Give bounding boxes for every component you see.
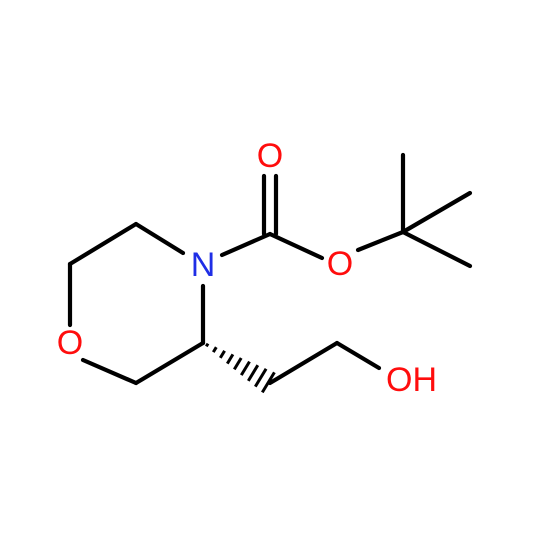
bond-ch2-oh: [334, 340, 382, 371]
wedge-hash: [240, 360, 251, 376]
wedge-hash: [254, 368, 268, 388]
wedge-hash: [247, 364, 260, 382]
hydroxyl-label: OH: [386, 361, 437, 399]
bond-tbu-methyl-right-down: [400, 229, 473, 269]
hashed-wedge-bond: [205, 342, 276, 394]
bond-n-c5: [133, 221, 186, 256]
bond-ester-o-tert: [355, 229, 406, 253]
bond-c2-c3: [133, 340, 206, 386]
ring-oxygen-label: O: [57, 324, 83, 362]
carbonyl-oxygen-label: O: [257, 137, 283, 175]
wedge-hash: [219, 350, 226, 359]
wedge-hash: [233, 357, 243, 371]
wedge-hash: [205, 342, 210, 348]
bond-o-c2: [80, 357, 139, 386]
nitrogen-label: N: [191, 246, 216, 284]
wedge-hash: [212, 346, 218, 353]
wedge-hash: [226, 353, 235, 365]
wedge-hash: [261, 371, 276, 394]
bond-tbu-methyl-right-up: [400, 190, 473, 235]
bond-ch2-ch2: [267, 340, 340, 386]
bond-n-carbonyl: [219, 231, 273, 258]
ester-oxygen-label: O: [327, 245, 353, 283]
bond-c5-c6: [67, 221, 139, 267]
bond-carbonyl-ester-o: [267, 231, 325, 261]
